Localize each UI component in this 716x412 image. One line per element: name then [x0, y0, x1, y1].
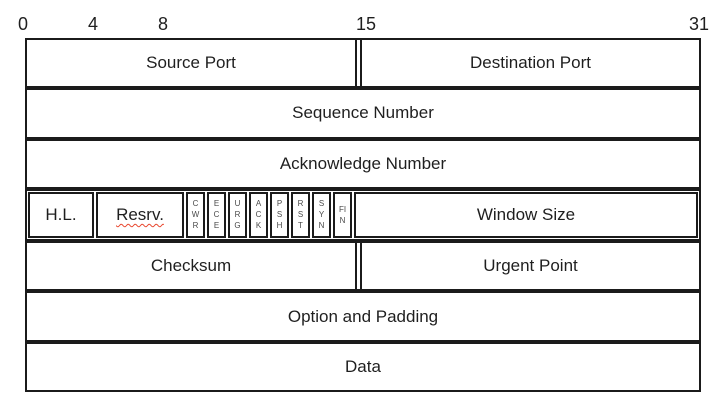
- flag-fin-cell: FIN: [333, 191, 352, 239]
- flag-urg-label: URG: [234, 199, 241, 231]
- row-acknowledge-number: Acknowledge Number: [25, 138, 701, 189]
- bit-label-0: 0: [17, 14, 29, 34]
- window-size-cell: Window Size: [354, 191, 698, 239]
- data-label: Data: [345, 356, 381, 376]
- reserved-label: Resrv.: [116, 204, 164, 224]
- bit-label-4: 4: [87, 14, 99, 34]
- bit-label-15: 15: [355, 14, 377, 34]
- row-ports: Source Port Destination Port: [25, 38, 701, 89]
- row-flags: H.L. Resrv. CWR ECE URG ACK PSH RST: [25, 188, 701, 242]
- reserved-cell: Resrv.: [96, 191, 184, 239]
- source-port-label: Source Port: [146, 53, 236, 73]
- destination-port-cell: Destination Port: [360, 40, 699, 87]
- acknowledge-number-label: Acknowledge Number: [279, 153, 447, 173]
- row-sequence-number: Sequence Number: [25, 88, 701, 139]
- flag-rst-label: RST: [297, 199, 304, 231]
- destination-port-label: Destination Port: [470, 53, 591, 73]
- flag-cwr-label: CWR: [191, 199, 200, 231]
- sequence-number-cell: Sequence Number: [27, 90, 699, 136]
- row-data: Data: [25, 341, 701, 392]
- flag-psh-label: PSH: [276, 199, 283, 231]
- bit-label-31: 31: [688, 14, 710, 34]
- option-padding-cell: Option and Padding: [27, 293, 699, 339]
- flag-psh-cell: PSH: [270, 191, 289, 239]
- flag-syn-cell: SYN: [312, 191, 331, 239]
- acknowledge-number-cell: Acknowledge Number: [27, 141, 699, 187]
- urgent-point-cell: Urgent Point: [360, 243, 699, 290]
- flag-syn-label: SYN: [318, 199, 325, 231]
- row-checksum: Checksum Urgent Point: [25, 241, 701, 292]
- header-length-cell: H.L.: [28, 191, 94, 239]
- data-cell: Data: [27, 344, 699, 390]
- flag-ack-cell: ACK: [249, 191, 268, 239]
- tcp-header-table: Source Port Destination Port Sequence Nu…: [25, 38, 701, 392]
- flag-urg-cell: URG: [228, 191, 247, 239]
- option-padding-label: Option and Padding: [287, 306, 439, 326]
- checksum-cell: Checksum: [27, 243, 357, 290]
- bit-label-8: 8: [157, 14, 169, 34]
- checksum-label: Checksum: [150, 256, 232, 276]
- window-size-label: Window Size: [476, 204, 576, 224]
- flag-fin-label: FIN: [338, 204, 347, 225]
- source-port-cell: Source Port: [27, 40, 357, 87]
- flag-rst-cell: RST: [291, 191, 310, 239]
- urgent-point-label: Urgent Point: [483, 256, 578, 276]
- header-length-label: H.L.: [45, 204, 77, 224]
- flag-ece-cell: ECE: [207, 191, 226, 239]
- sequence-number-label: Sequence Number: [292, 103, 434, 123]
- row-option-padding: Option and Padding: [25, 291, 701, 342]
- flag-cwr-cell: CWR: [186, 191, 205, 239]
- flag-ack-label: ACK: [255, 199, 262, 231]
- flag-ece-label: ECE: [213, 199, 220, 231]
